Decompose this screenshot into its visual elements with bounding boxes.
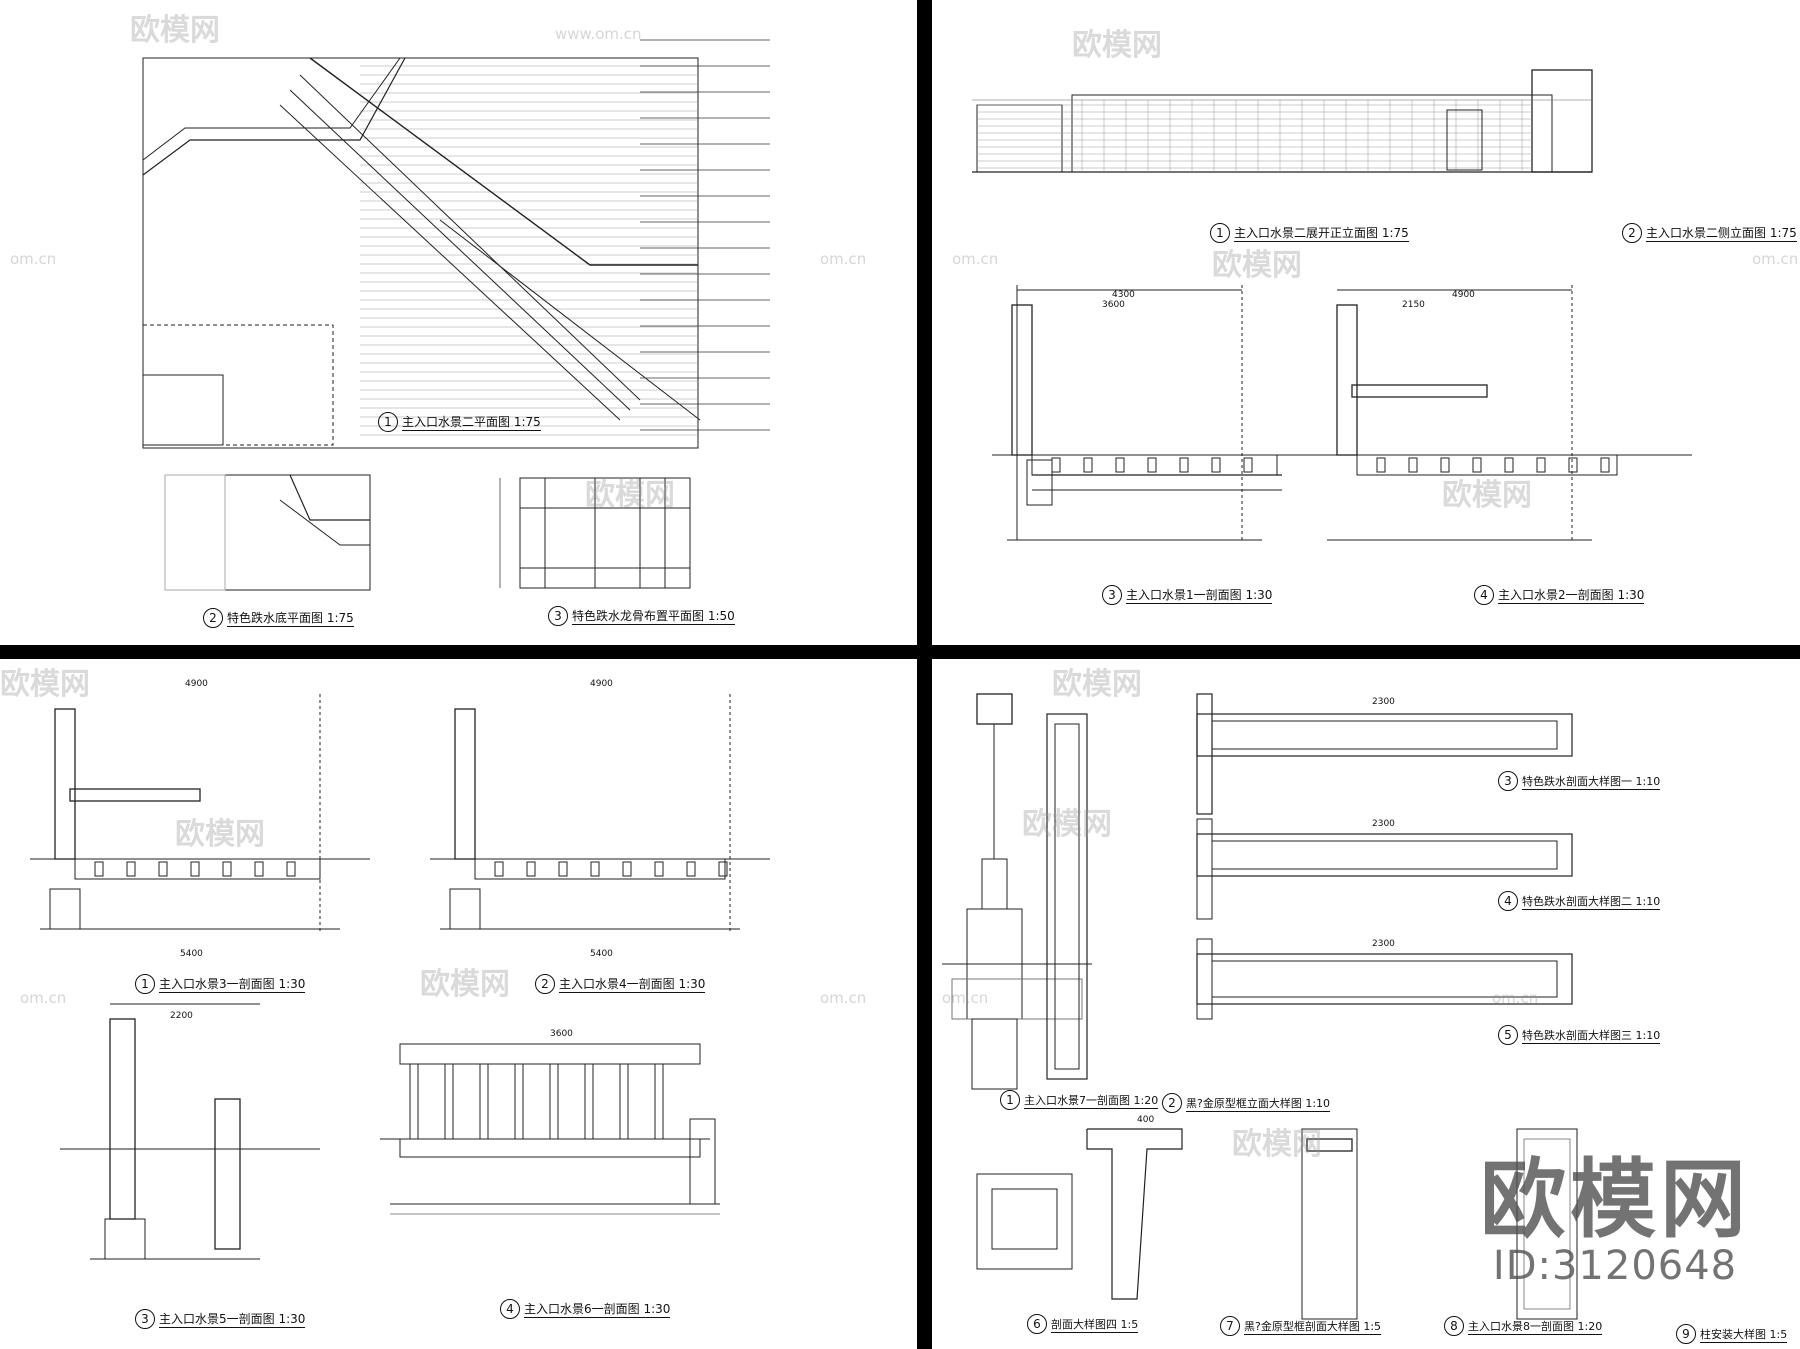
drafting-post <box>622 861 632 877</box>
drafting-post <box>654 1063 664 1140</box>
dimension: 400 <box>1137 1115 1155 1125</box>
drafting-post <box>254 861 264 877</box>
drafting-post <box>190 861 200 877</box>
dimension: 3600 <box>1102 300 1125 310</box>
sheet3-drawing <box>30 694 770 1260</box>
dimension: 3600 <box>550 1029 573 1039</box>
drafting-post <box>1568 457 1578 473</box>
drafting-post <box>1211 457 1221 473</box>
drafting-post <box>1051 457 1061 473</box>
dimension: 4900 <box>185 679 208 689</box>
drafting-post <box>1440 457 1450 473</box>
brand-name: 欧模网 <box>1480 1150 1750 1250</box>
dimension: 4300 <box>1112 290 1135 300</box>
brand-id: ID:3120648 <box>1492 1243 1738 1289</box>
dimension: 2200 <box>170 1011 193 1021</box>
drafting-post <box>619 1063 629 1140</box>
drafting-post <box>1504 457 1514 473</box>
drafting-post <box>444 1063 454 1140</box>
dimension: 4900 <box>590 679 613 689</box>
sheet1-drawing <box>142 39 770 591</box>
drafting-post <box>526 861 536 877</box>
drafting-post <box>1243 457 1253 473</box>
drafting-post <box>584 1063 594 1140</box>
dimension: 2300 <box>1372 697 1395 707</box>
drafting-post <box>549 1063 559 1140</box>
drafting-post <box>558 861 568 877</box>
sheet-sections: 欧模网 欧模网 欧模网 om.cn om.cn 4900 4900 5400 5… <box>0 659 917 1349</box>
drafting-post <box>158 861 168 877</box>
dimension: 5400 <box>590 949 613 959</box>
drafting-post <box>1536 457 1546 473</box>
dimension: 2300 <box>1372 939 1395 949</box>
sheet4-drawing <box>942 693 1578 1320</box>
sheet2-drawing <box>972 69 1692 541</box>
dimension: 2150 <box>1402 300 1425 310</box>
drafting-post <box>494 861 504 877</box>
drafting-post <box>718 861 728 877</box>
sheet-details: 欧模网 欧模网 欧模网 om.cn om.cn 2300 2300 2300 4… <box>932 659 1800 1349</box>
drafting-post <box>1600 457 1610 473</box>
main-plan-frame <box>142 57 699 449</box>
drafting-post <box>654 861 664 877</box>
drafting-post <box>1115 457 1125 473</box>
drafting-post <box>409 1063 419 1140</box>
dimension: 2300 <box>1372 819 1395 829</box>
drafting-post <box>222 861 232 877</box>
drafting-post <box>286 861 296 877</box>
drafting-post <box>1408 457 1418 473</box>
sheet-elevations: 欧模网 欧模网 欧模网 om.cn om.cn 4300 4900 3600 2… <box>932 0 1800 645</box>
drafting-post <box>590 861 600 877</box>
drafting-post <box>686 861 696 877</box>
drafting-post <box>479 1063 489 1140</box>
drafting-post <box>94 861 104 877</box>
brand-logo-watermark: 欧模网 ID:3120648 <box>1480 1157 1750 1289</box>
drafting-post <box>1147 457 1157 473</box>
dimension: 5400 <box>180 949 203 959</box>
drafting-post <box>1472 457 1482 473</box>
drafting-post <box>126 861 136 877</box>
drafting-post <box>514 1063 524 1140</box>
drafting-post <box>1179 457 1189 473</box>
drafting-post <box>1376 457 1386 473</box>
drafting-post <box>1083 457 1093 473</box>
dimension: 4900 <box>1452 290 1475 300</box>
